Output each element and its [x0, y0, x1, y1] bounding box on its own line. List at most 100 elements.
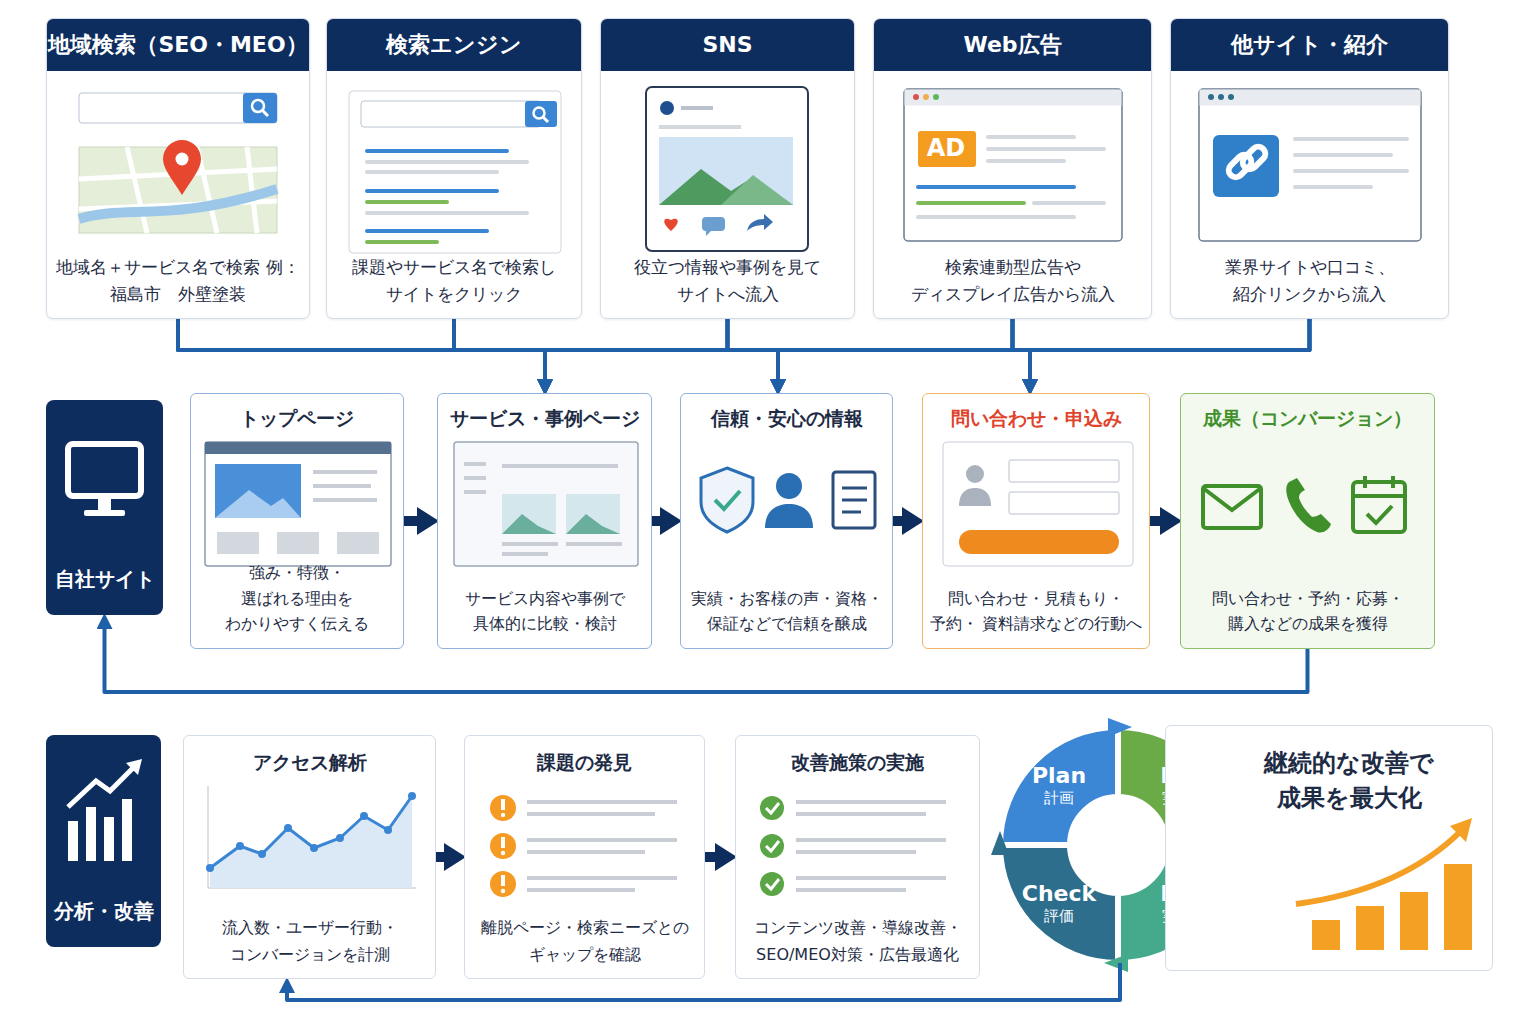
connector — [1030, 319, 1310, 379]
line-shape — [918, 215, 1074, 219]
circle-shape — [501, 889, 505, 893]
node-description: 業界サイトや口コミ、 紹介リンクから流入 — [1171, 254, 1448, 318]
path-shape — [701, 468, 753, 532]
node-title: 地域検索（SEO・MEO） — [47, 19, 309, 71]
circle-shape — [408, 792, 416, 800]
path-shape — [163, 140, 201, 195]
spacer — [46, 735, 161, 898]
line-shape — [527, 800, 677, 804]
source-card: Web広告検索連動型広告や ディスプレイ広告から流入 — [873, 18, 1152, 319]
line-shape — [918, 185, 1074, 189]
source-card: 検索エンジン課題やサービス名で検索し サイトをクリック — [326, 18, 582, 319]
g-shape — [490, 795, 516, 897]
rect-shape — [454, 442, 638, 566]
line-shape — [367, 189, 497, 193]
line-shape — [527, 850, 645, 854]
circle-shape — [760, 796, 784, 820]
path-shape — [1450, 818, 1472, 842]
node-description: 問い合わせ・予約・応募・ 購入などの成果を獲得 — [1181, 587, 1434, 648]
circle-shape — [258, 850, 266, 858]
rect-shape — [68, 444, 141, 496]
path-shape — [1108, 718, 1132, 737]
g-shape — [79, 147, 277, 233]
line-shape — [502, 464, 618, 468]
path-shape — [210, 796, 412, 888]
circle-shape — [933, 94, 939, 100]
path-shape — [1296, 830, 1462, 904]
line-shape — [1295, 153, 1391, 157]
g-shape — [68, 799, 132, 861]
node-title: アクセス解析 — [184, 736, 435, 776]
path-shape — [1203, 488, 1261, 510]
cycle-segment: Plan計画 — [1000, 727, 1118, 845]
rect-shape — [98, 496, 111, 510]
circle-shape — [360, 812, 368, 820]
line-shape — [247, 147, 257, 233]
connector — [652, 516, 660, 526]
line-shape — [367, 160, 527, 164]
rect-shape — [646, 87, 808, 251]
line-shape — [208, 786, 209, 888]
circle-shape — [1228, 94, 1234, 100]
line-shape — [796, 850, 916, 854]
line-shape — [367, 211, 527, 215]
circle-shape — [501, 813, 505, 817]
path-shape — [702, 217, 725, 236]
rect-shape — [1240, 144, 1268, 172]
rect-shape — [1200, 90, 1421, 106]
line-shape — [527, 812, 655, 816]
rect-shape — [501, 875, 505, 886]
rect-shape — [1009, 492, 1119, 514]
rect-shape — [905, 90, 1122, 106]
line-shape — [1391, 476, 1395, 488]
rect-shape — [79, 93, 277, 123]
page-step-box: サービス・事例ページサービス内容や事例で 具体的に比較・検討 — [437, 393, 652, 649]
line-shape — [502, 552, 548, 556]
line-shape — [527, 838, 677, 842]
section-box: 分析・改善 — [46, 735, 161, 947]
node-title: サービス・事例ページ — [438, 394, 651, 432]
line-shape — [262, 110, 268, 116]
connector — [436, 852, 444, 862]
circle-shape — [760, 834, 784, 858]
path-shape — [126, 759, 142, 775]
line-shape — [313, 484, 371, 488]
line-shape — [1034, 201, 1104, 205]
line-shape — [367, 240, 437, 244]
rect-shape — [337, 532, 379, 554]
path-shape — [715, 491, 740, 509]
circle-shape — [776, 473, 802, 499]
node-description: サービス内容や事例で 具体的に比較・検討 — [438, 587, 651, 648]
node-title: 自社サイト — [46, 566, 163, 615]
rect-shape — [501, 799, 505, 810]
node-description: 評価 — [1000, 907, 1118, 927]
node-title: 検索エンジン — [327, 19, 581, 71]
line-shape — [464, 462, 486, 466]
g-shape — [464, 464, 622, 554]
path-shape — [659, 169, 793, 205]
g-shape — [206, 792, 416, 872]
rect-shape — [361, 101, 541, 127]
rect-shape — [243, 93, 277, 123]
circle-shape — [1208, 94, 1214, 100]
illustration — [191, 394, 405, 646]
rect-shape — [501, 837, 505, 848]
rect-shape — [833, 472, 875, 528]
rect-shape — [205, 442, 391, 566]
line-shape — [464, 476, 486, 480]
circle-shape — [206, 864, 214, 872]
node-title: 課題の発見 — [465, 736, 704, 776]
line-shape — [543, 117, 548, 122]
line-shape — [988, 147, 1104, 151]
source-card: 他サイト・紹介業界サイトや口コミ、 紹介リンクから流入 — [1170, 18, 1449, 319]
line-shape — [918, 201, 1024, 205]
rect-shape — [68, 821, 78, 861]
line-shape — [367, 229, 487, 233]
rect-shape — [84, 510, 125, 516]
circle-shape — [1218, 94, 1224, 100]
node-title: 問い合わせ・申込み — [923, 394, 1149, 432]
rect-shape — [1213, 135, 1279, 197]
connector — [705, 852, 715, 862]
circle-shape — [176, 153, 189, 166]
circle-shape — [760, 872, 784, 896]
